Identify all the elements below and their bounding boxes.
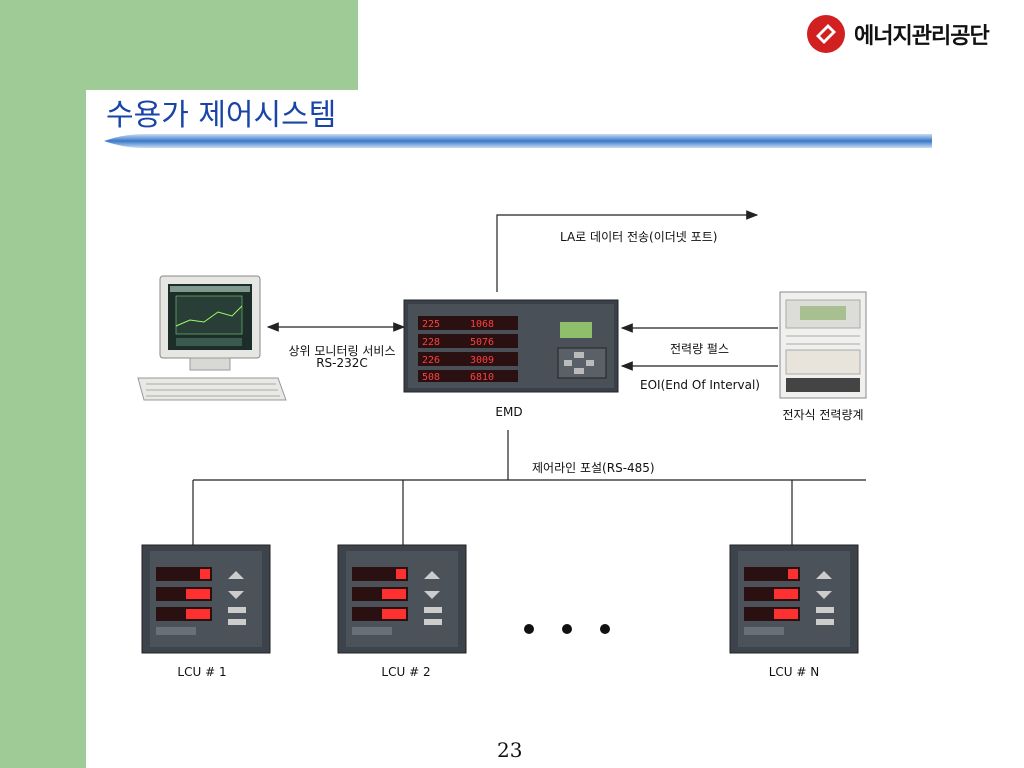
svg-text:1068: 1068 bbox=[470, 319, 494, 330]
svg-text:228: 228 bbox=[422, 337, 440, 348]
lcu-device-2 bbox=[337, 544, 467, 654]
la-transfer-label: LA로 데이터 전송(이더넷 포트) bbox=[560, 230, 718, 244]
la-transfer-line bbox=[496, 210, 759, 292]
page-number: 23 bbox=[497, 738, 523, 762]
lcun-label: LCU # N bbox=[768, 665, 820, 679]
ellipsis-dot bbox=[562, 624, 572, 634]
ellipsis-dot bbox=[600, 624, 610, 634]
top-green-block bbox=[0, 0, 358, 90]
slide-title: 수용가 제어시스템 bbox=[106, 98, 337, 133]
svg-text:3009: 3009 bbox=[470, 355, 494, 366]
svg-text:225: 225 bbox=[422, 319, 440, 330]
left-green-bar bbox=[0, 0, 86, 768]
logo: 에너지관리공단 bbox=[806, 14, 990, 54]
logo-text: 에너지관리공단 bbox=[854, 24, 990, 49]
control-line-label: 제어라인 포설(RS-485) bbox=[532, 461, 655, 475]
eoi-label: EOI(End Of Interval) bbox=[640, 378, 760, 392]
lcu1-label: LCU # 1 bbox=[177, 665, 227, 679]
lcu-device-n bbox=[729, 544, 859, 654]
lcu-device-1 bbox=[141, 544, 271, 654]
ellipsis-dot bbox=[524, 624, 534, 634]
logo-icon bbox=[807, 15, 845, 53]
emd-device: 225 1068 228 5076 226 3009 508 6810 bbox=[403, 299, 619, 393]
monitoring-label: 상위 모니터링 서비스 bbox=[288, 344, 396, 358]
svg-text:226: 226 bbox=[422, 355, 440, 366]
svg-text:508: 508 bbox=[422, 372, 440, 383]
electronic-meter bbox=[779, 291, 867, 399]
title-underline bbox=[104, 134, 932, 148]
meter-label: 전자식 전력량계 bbox=[782, 408, 864, 422]
power-pulse-label: 전력량 펄스 bbox=[670, 342, 730, 356]
rs232-label: RS-232C bbox=[316, 356, 368, 370]
lcu2-label: LCU # 2 bbox=[381, 665, 431, 679]
pc-computer bbox=[137, 275, 287, 401]
emd-label: EMD bbox=[495, 405, 523, 419]
svg-text:5076: 5076 bbox=[470, 337, 494, 348]
svg-text:6810: 6810 bbox=[470, 372, 494, 383]
